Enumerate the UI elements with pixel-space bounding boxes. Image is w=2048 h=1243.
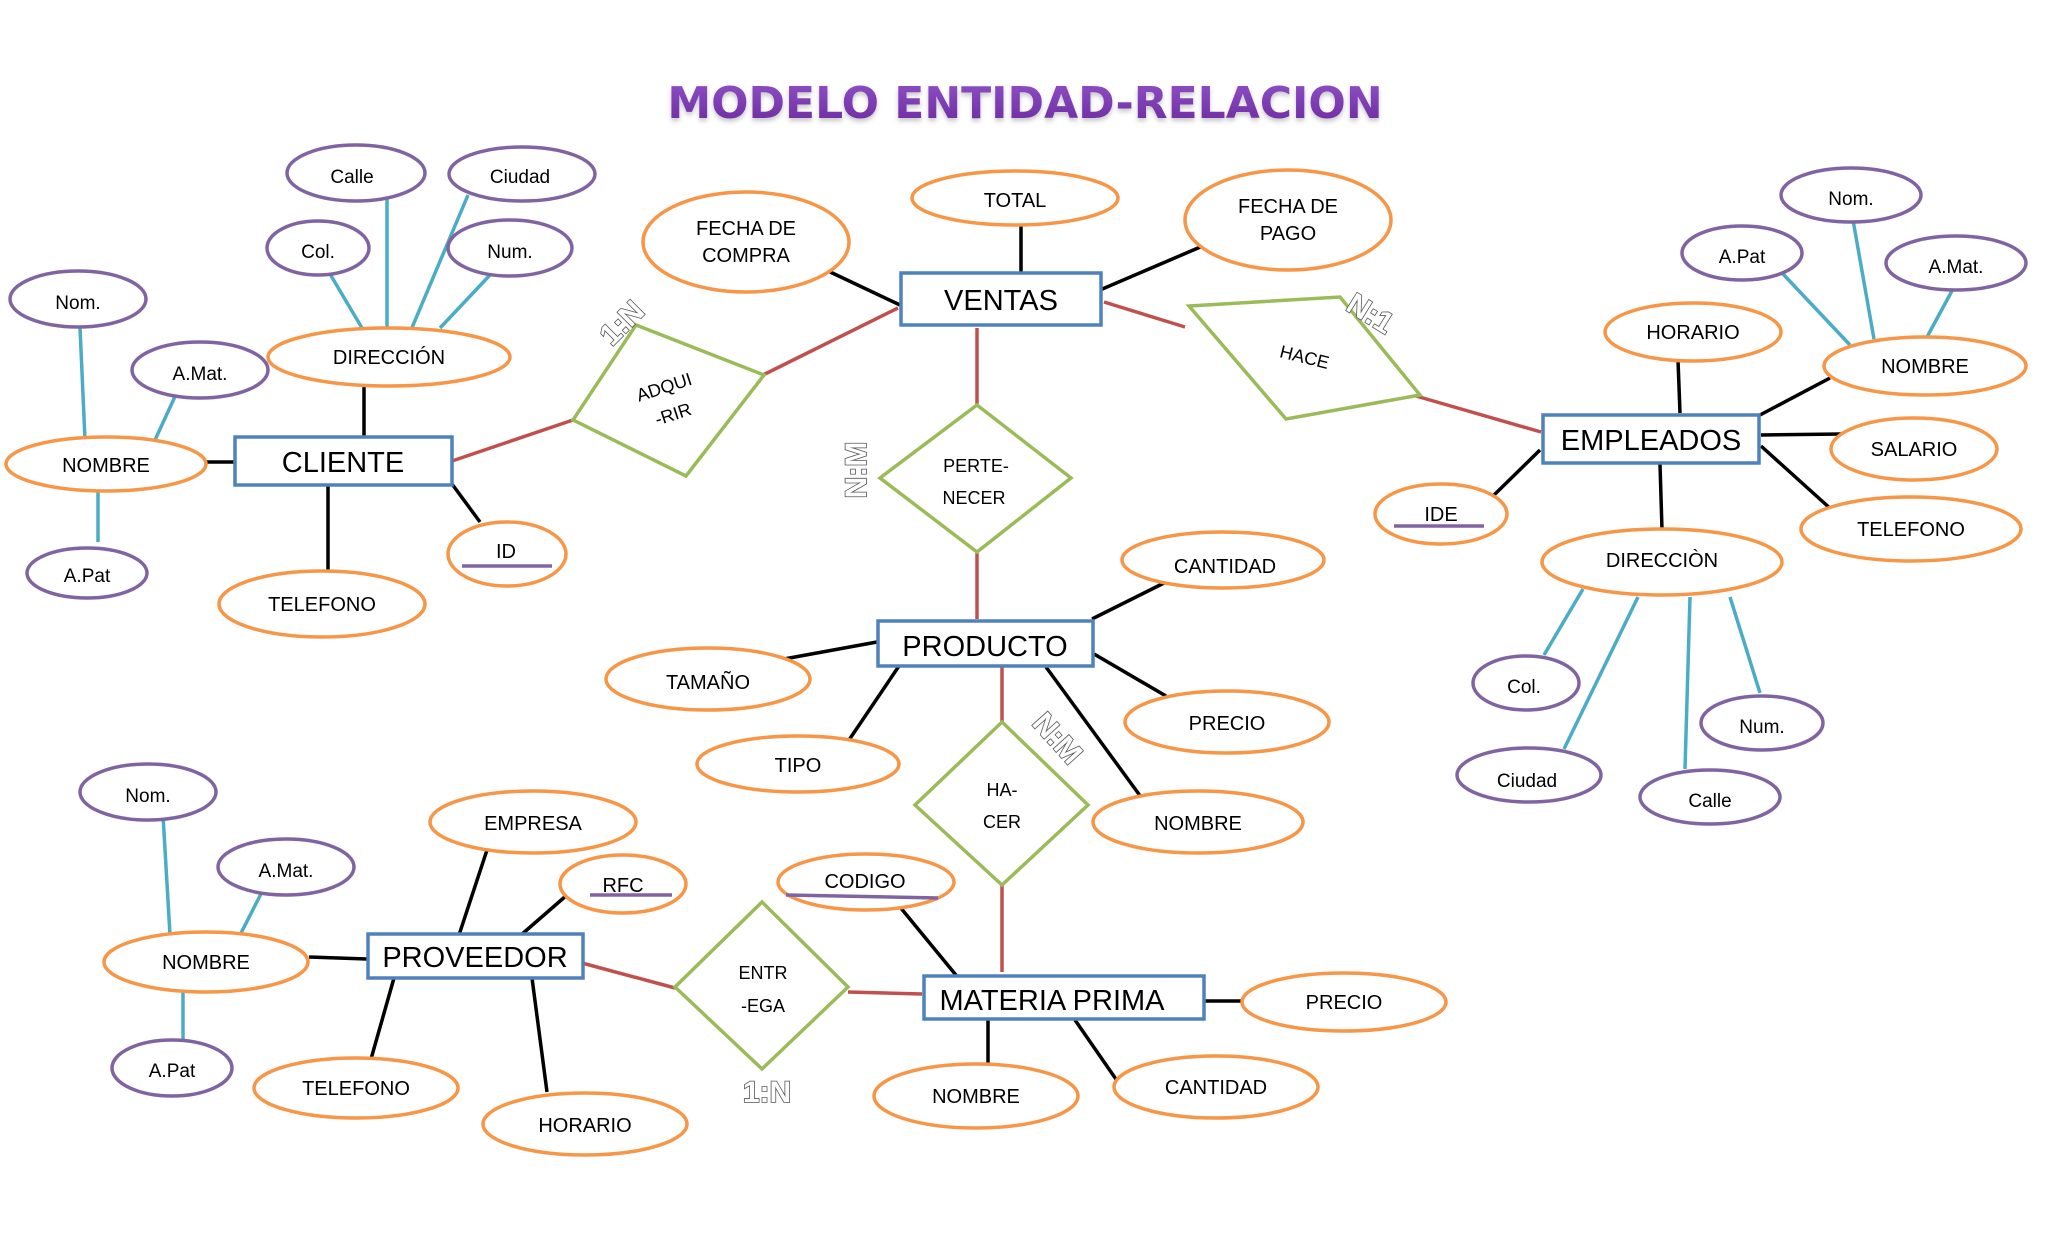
- sub-empleados-col: Col.: [1507, 677, 1541, 698]
- entity-proveedor[interactable]: PROVEEDOR: [382, 942, 567, 974]
- cardinality-entrega: 1:N: [743, 1076, 791, 1109]
- attr-materia-prima-cantidad: CANTIDAD: [1165, 1077, 1267, 1099]
- relationship-entrega-line2[interactable]: -EGA: [741, 996, 785, 1016]
- attr-empleados-ide: IDE: [1424, 504, 1457, 526]
- entity-producto[interactable]: PRODUCTO: [902, 631, 1067, 663]
- sub-empleados-nom: Nom.: [1828, 189, 1873, 210]
- sub-attribute-links: [78, 194, 1955, 1040]
- sub-empleados-calle: Calle: [1688, 791, 1731, 812]
- attr-materia-prima-precio: PRECIO: [1306, 992, 1383, 1014]
- relationship-diamonds: [570, 295, 1424, 1072]
- sub-cliente-apat: A.Pat: [64, 566, 111, 587]
- relationship-links: [451, 300, 1542, 996]
- attr-producto-precio: PRECIO: [1189, 713, 1266, 735]
- attr-empleados-direccion: DIRECCIÒN: [1606, 549, 1718, 572]
- sub-cliente-amat: A.Mat.: [173, 364, 228, 385]
- entity-cliente[interactable]: CLIENTE: [282, 447, 404, 479]
- attr-producto-cantidad: CANTIDAD: [1174, 556, 1276, 578]
- attr-ventas-fecha-compra-line1: FECHA DE: [696, 218, 796, 240]
- sub-proveedor-apat: A.Pat: [149, 1061, 196, 1082]
- attr-proveedor-empresa: EMPRESA: [484, 813, 582, 835]
- sub-proveedor-nom: Nom.: [125, 786, 170, 807]
- attr-empleados-salario: SALARIO: [1871, 439, 1958, 461]
- relationship-pertenecer-line2[interactable]: NECER: [942, 488, 1005, 508]
- attr-materia-prima-codigo: CODIGO: [824, 871, 905, 893]
- relationship-pertenecer-line1[interactable]: PERTE-: [943, 456, 1009, 476]
- attr-cliente-id: ID: [496, 541, 516, 563]
- attr-ventas-fecha-pago-line2: PAGO: [1260, 223, 1316, 245]
- attr-cliente-direccion: DIRECCIÓN: [333, 346, 445, 369]
- sub-cliente-col: Col.: [301, 242, 335, 263]
- attr-proveedor-telefono: TELEFONO: [302, 1078, 410, 1100]
- relationship-hacer-line1[interactable]: HA-: [987, 780, 1018, 800]
- attr-empleados-horario: HORARIO: [1646, 322, 1739, 344]
- attr-ventas-fecha-pago-line1: FECHA DE: [1238, 196, 1338, 218]
- attr-proveedor-nombre: NOMBRE: [162, 952, 250, 974]
- attr-proveedor-horario: HORARIO: [538, 1115, 631, 1137]
- attr-producto-tipo: TIPO: [775, 755, 822, 777]
- cardinality-pertenecer: N:M: [840, 442, 873, 499]
- attr-ventas-total: TOTAL: [984, 190, 1047, 212]
- attr-producto-tamano: TAMAÑO: [666, 670, 750, 694]
- attr-materia-prima-nombre: NOMBRE: [932, 1086, 1020, 1108]
- sub-empleados-amat: A.Mat.: [1929, 257, 1984, 278]
- sub-cliente-calle: Calle: [330, 167, 373, 188]
- sub-cliente-ciudad: Ciudad: [490, 167, 550, 188]
- attr-empleados-telefono: TELEFONO: [1857, 519, 1965, 541]
- entity-empleados[interactable]: EMPLEADOS: [1561, 425, 1742, 457]
- attr-proveedor-rfc: RFC: [602, 875, 643, 897]
- sub-cliente-nom: Nom.: [55, 293, 100, 314]
- attr-cliente-telefono: TELEFONO: [268, 594, 376, 616]
- relationship-hacer-line2[interactable]: CER: [983, 812, 1021, 832]
- attr-producto-nombre: NOMBRE: [1154, 813, 1242, 835]
- attribute-links: [205, 225, 1843, 1093]
- attr-cliente-nombre: NOMBRE: [62, 455, 150, 477]
- sub-empleados-ciudad: Ciudad: [1497, 771, 1557, 792]
- diagram-title: MODELO ENTIDAD-RELACION: [667, 78, 1382, 129]
- entity-materia-prima[interactable]: MATERIA PRIMA: [939, 985, 1165, 1017]
- sub-cliente-num: Num.: [487, 242, 532, 263]
- attribute-ellipses: [4, 168, 2028, 1157]
- attr-ventas-fecha-compra-line2: COMPRA: [702, 245, 790, 267]
- sub-empleados-apat: A.Pat: [1719, 247, 1766, 268]
- entity-ventas[interactable]: VENTAS: [944, 285, 1058, 317]
- sub-proveedor-amat: A.Mat.: [259, 861, 314, 882]
- sub-attribute-ellipses: [8, 143, 2028, 1098]
- entity-boxes: [233, 271, 1761, 1021]
- attr-empleados-nombre: NOMBRE: [1881, 356, 1969, 378]
- primary-key-underlines: [462, 524, 1484, 900]
- sub-empleados-num: Num.: [1739, 717, 1784, 738]
- relationship-entrega-line1[interactable]: ENTR: [739, 963, 788, 983]
